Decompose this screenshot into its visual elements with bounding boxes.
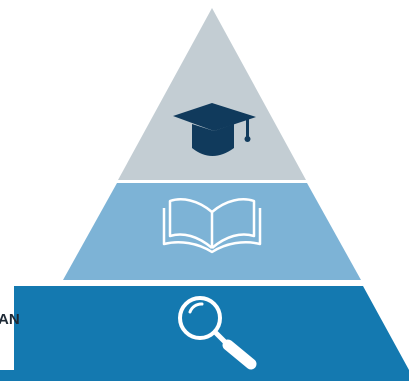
side-label: AN — [0, 311, 20, 328]
magnifying-glass-icon — [178, 296, 257, 370]
pyramid-level-bottom — [0, 286, 409, 381]
pyramid-level-top — [118, 8, 306, 180]
open-book-icon — [162, 198, 262, 254]
graduation-cap-icon — [173, 103, 256, 156]
